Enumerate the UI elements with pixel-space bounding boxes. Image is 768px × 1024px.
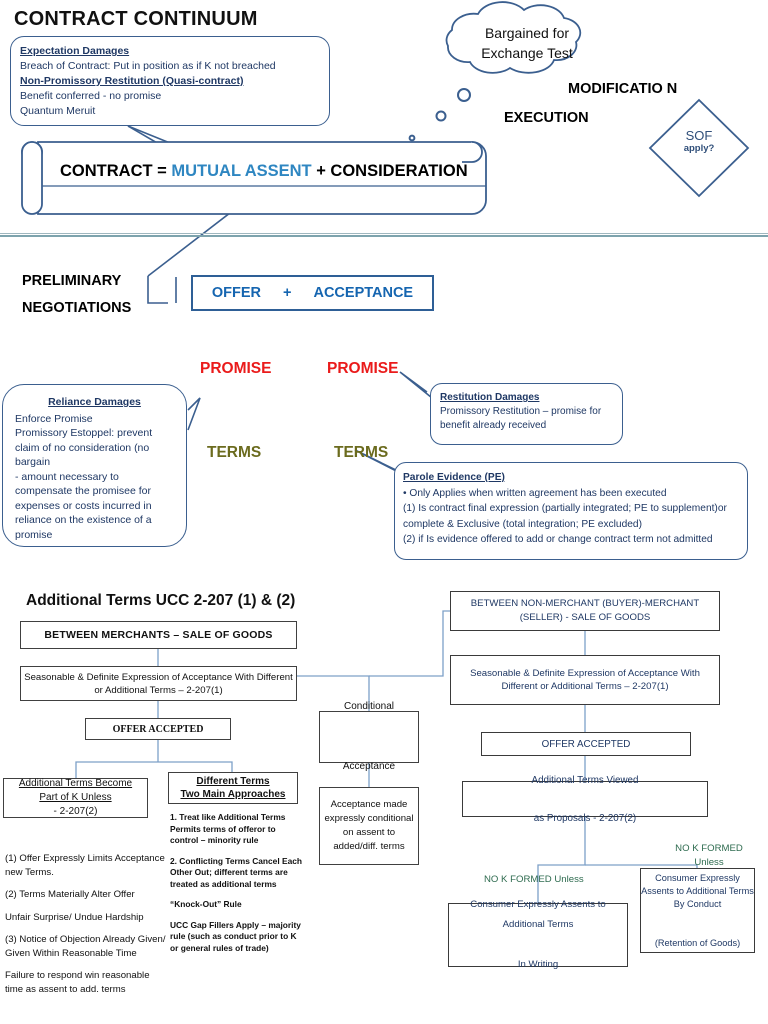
reliance-heading: Reliance Damages [48, 396, 141, 408]
offer-accepted-box-left: OFFER ACCEPTED [85, 718, 231, 740]
additional-terms-head-2: Part of K Unless [39, 792, 112, 803]
note-1: (1) Offer Expressly Limits Acceptance ne… [5, 853, 165, 878]
offer-accepted-box-right: OFFER ACCEPTED [481, 732, 691, 756]
reliance-line-1: Enforce Promise [15, 412, 93, 425]
note-4: (3) Notice of Objection Already Given/ G… [5, 934, 166, 959]
conditional-line-1: Conditional [343, 701, 395, 712]
plus-sign: + [283, 285, 292, 301]
additional-terms-head-1: Additional Terms Become [18, 778, 133, 789]
additional-terms-proposals-box: Additional Terms Viewed as Proposals - 2… [462, 775, 708, 824]
approach-2: 2. Conflicting Terms Cancel Each Other O… [170, 855, 303, 889]
terms-label-left: TERMS [207, 444, 262, 461]
expectation-heading: Expectation Damages [20, 45, 130, 57]
different-terms-text: Different Terms Two Main Approaches [180, 775, 285, 801]
offer-accepted-label-left: OFFER ACCEPTED [112, 723, 204, 735]
expectation-line-2: Benefit conferred - no promise [20, 90, 162, 102]
offer-acceptance-box: OFFER + ACCEPTANCE [191, 275, 434, 311]
between-nonmerchant-label: BETWEEN NON-MERCHANT (BUYER)-MERCHANT (S… [470, 598, 700, 623]
acceptance-label: ACCEPTANCE [313, 285, 414, 301]
additional-terms-text: Additional Terms Become Part of K Unless… [19, 777, 132, 819]
restitution-heading: Restitution Damages [440, 392, 540, 403]
different-terms-head-2: Two Main Approaches [180, 789, 286, 800]
parole-evidence-callout: Parole Evidence (PE) • Only Applies when… [394, 462, 748, 560]
consumer-conduct-text: Consumer Expressly Assents to Additional… [641, 872, 754, 950]
parole-line-1: • Only Applies when written agreement ha… [403, 487, 667, 499]
terms-label-right: TERMS [334, 444, 389, 461]
expectation-line-1: Breach of Contract: Put in position as i… [20, 60, 276, 72]
restitution-damages-callout: Restitution Damages Promissory Restituti… [430, 383, 623, 445]
reliance-line-2: Promissory Estoppel: prevent claim of no… [15, 427, 153, 468]
consumer-assents-conduct-box: Consumer Expressly Assents to Additional… [640, 868, 755, 953]
approach-1: 1. Treat like Additional Terms Permits t… [170, 812, 286, 845]
page-title: CONTRACT CONTINUUM [14, 8, 258, 30]
sof-label: SOF [685, 128, 713, 143]
seasonable-expression-box-right: Seasonable & Definite Expression of Acce… [450, 655, 720, 705]
preliminary-negotiations-label: PRELIMINARY NEGOTIATIONS [22, 273, 132, 316]
offer-accepted-label-right: OFFER ACCEPTED [541, 738, 631, 750]
contract-equation-text: CONTRACT = MUTUAL ASSENT + CONSIDERATION [60, 162, 480, 181]
expectation-line-3: Quantum Meruit [20, 105, 96, 117]
additional-terms-box: Additional Terms Become Part of K Unless… [3, 778, 148, 818]
promise-label-right: PROMISE [327, 360, 399, 377]
additional-terms-notes: (1) Offer Expressly Limits Acceptance ne… [5, 852, 170, 1005]
acceptance-made-conditional-box: Acceptance made expressly conditional on… [319, 787, 419, 865]
sof-diamond: SOF apply? [650, 100, 748, 196]
parole-line-3: (2) if Is evidence offered to add or cha… [403, 534, 713, 545]
conditional-acceptance-text: Conditional Acceptance [343, 697, 395, 777]
reliance-line-3: - amount necessary to compensate the pro… [15, 470, 152, 541]
parole-line-2: (1) Is contract final expression (partia… [403, 503, 727, 530]
additional-terms-ref: - 2-207(2) [53, 806, 98, 817]
between-merchants-box: BETWEEN MERCHANTS – SALE OF GOODS [20, 621, 297, 649]
note-2: (2) Terms Materially Alter Offer [5, 889, 135, 900]
ucc-section-title: Additional Terms UCC 2-207 (1) & (2) [26, 592, 296, 609]
mutual-assent-label: MUTUAL ASSENT [171, 162, 312, 180]
contract-equation-banner: CONTRACT = MUTUAL ASSENT + CONSIDERATION [18, 136, 488, 214]
acceptance-made-label: Acceptance made expressly conditional on… [324, 799, 414, 852]
consumer-conduct-line-2: (Retention of Goods) [654, 937, 741, 948]
consumer-writing-line-1: Consumer Expressly Assents to Additional… [470, 899, 606, 930]
conditional-line-2: Acceptance [342, 761, 396, 772]
approach-3: “Knock-Out” Rule [170, 899, 242, 909]
approach-4: UCC Gap Fillers Apply – majority rule (s… [170, 919, 301, 953]
between-nonmerchant-box: BETWEEN NON-MERCHANT (BUYER)-MERCHANT (S… [450, 591, 720, 631]
between-merchants-label: BETWEEN MERCHANTS – SALE OF GOODS [44, 629, 273, 641]
execution-label: EXECUTION [504, 110, 589, 126]
proposals-line-1: Additional Terms Viewed [531, 774, 639, 786]
promise-label-left: PROMISE [200, 360, 272, 377]
note-5: Failure to respond win reasonable time a… [5, 970, 150, 995]
equation-prefix: CONTRACT = [60, 162, 172, 180]
parole-heading: Parole Evidence (PE) [403, 472, 505, 483]
conditional-acceptance-box: Conditional Acceptance [319, 701, 419, 772]
consumer-writing-text: Consumer Expressly Assents to Additional… [449, 895, 627, 975]
equation-suffix: + CONSIDERATION [311, 162, 468, 180]
reliance-damages-callout: Reliance Damages Enforce Promise Promiss… [2, 384, 187, 547]
bargained-for-exchange-cloud: Bargained for Exchange Test [418, 6, 636, 90]
sof-sublabel: apply? [683, 143, 715, 154]
no-k-formed-label-2: NO K FORMED Unless [675, 843, 743, 868]
different-terms-head-1: Different Terms [196, 776, 270, 787]
section-divider [0, 233, 768, 237]
sof-text: SOF apply? [650, 128, 748, 154]
seasonable-label-right: Seasonable & Definite Expression of Acce… [470, 668, 700, 692]
different-terms-box: Different Terms Two Main Approaches [168, 772, 298, 804]
non-promissory-heading: Non-Promissory Restitution (Quasi-contra… [20, 75, 244, 87]
consumer-assents-writing-box: Consumer Expressly Assents to Additional… [448, 899, 628, 970]
seasonable-label-left: Seasonable & Definite Expression of Acce… [24, 671, 293, 696]
no-k-formed-label-1: NO K FORMED Unless [484, 874, 584, 885]
restitution-line-1: Promissory Restitution – promise for ben… [440, 406, 602, 431]
different-terms-approaches: 1. Treat like Additional Terms Permits t… [170, 812, 302, 963]
proposals-text: Additional Terms Viewed as Proposals - 2… [532, 771, 639, 828]
offer-label: OFFER [211, 285, 262, 301]
note-3: Unfair Surprise/ Undue Hardship [5, 911, 144, 923]
proposals-line-2: as Proposals - 2-207(2) [533, 812, 637, 824]
consumer-writing-line-2: In Writing [517, 959, 559, 970]
expectation-damages-callout: Expectation Damages Breach of Contract: … [10, 36, 330, 126]
seasonable-expression-box-left: Seasonable & Definite Expression of Acce… [20, 666, 297, 701]
consumer-conduct-line-1: Consumer Expressly Assents to Additional… [641, 872, 754, 909]
cloud-label: Bargained for Exchange Test [481, 25, 573, 61]
modification-label: MODIFICATIO N [568, 81, 678, 97]
